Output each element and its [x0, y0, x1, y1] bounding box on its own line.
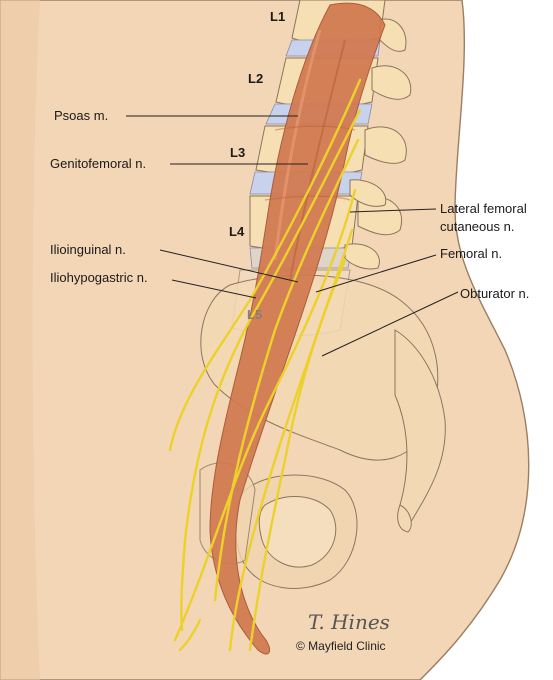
obturator-foramen [258, 495, 337, 568]
genitofemoral-nerve [213, 138, 360, 602]
iliohypogastric-nerve [168, 78, 362, 452]
label-ilioinguinal-nerve: Ilioinguinal n. [50, 242, 126, 257]
artist-signature: T. Hines [308, 610, 390, 634]
sacrum [394, 329, 446, 525]
label-psoas-muscle: Psoas m. [54, 108, 109, 123]
label-femoral-nerve: Femoral n. [440, 246, 503, 261]
lateral-femoral-cutaneous-nerve [173, 188, 357, 642]
vertebra-label-l1: L1 [270, 9, 286, 24]
label-obturator-nerve: Obturator n. [460, 286, 530, 301]
lumbar-plexus-nerves [168, 78, 362, 652]
ilioinguinal-nerve [183, 108, 362, 542]
leader-lines [126, 115, 459, 357]
label-lateral-femoral-cutaneous-nerve-line2: cutaneous n. [440, 219, 515, 234]
label-lateral-femoral-cutaneous-nerve-line1: Lateral femoral [440, 201, 527, 216]
vertebra-label-l5: L5 [247, 307, 263, 322]
psoas-muscle [209, 2, 386, 655]
transverse-process-l4 [344, 243, 380, 270]
coccyx [397, 504, 412, 533]
vertebra-label-l2: L2 [248, 71, 264, 86]
label-iliohypogastric-nerve: Iliohypogastric n. [50, 270, 148, 285]
label-genitofemoral-nerve: Genitofemoral n. [50, 156, 147, 171]
vertebra-label-l4: L4 [229, 224, 245, 239]
copyright-credit: © Mayfield Clinic [296, 639, 386, 653]
spinous-process-l2 [371, 65, 412, 100]
obturator-nerve [248, 258, 347, 652]
spinous-process-l3 [364, 126, 407, 164]
spinous-process-l1 [379, 18, 407, 52]
vertebra-label-l3: L3 [230, 145, 246, 160]
